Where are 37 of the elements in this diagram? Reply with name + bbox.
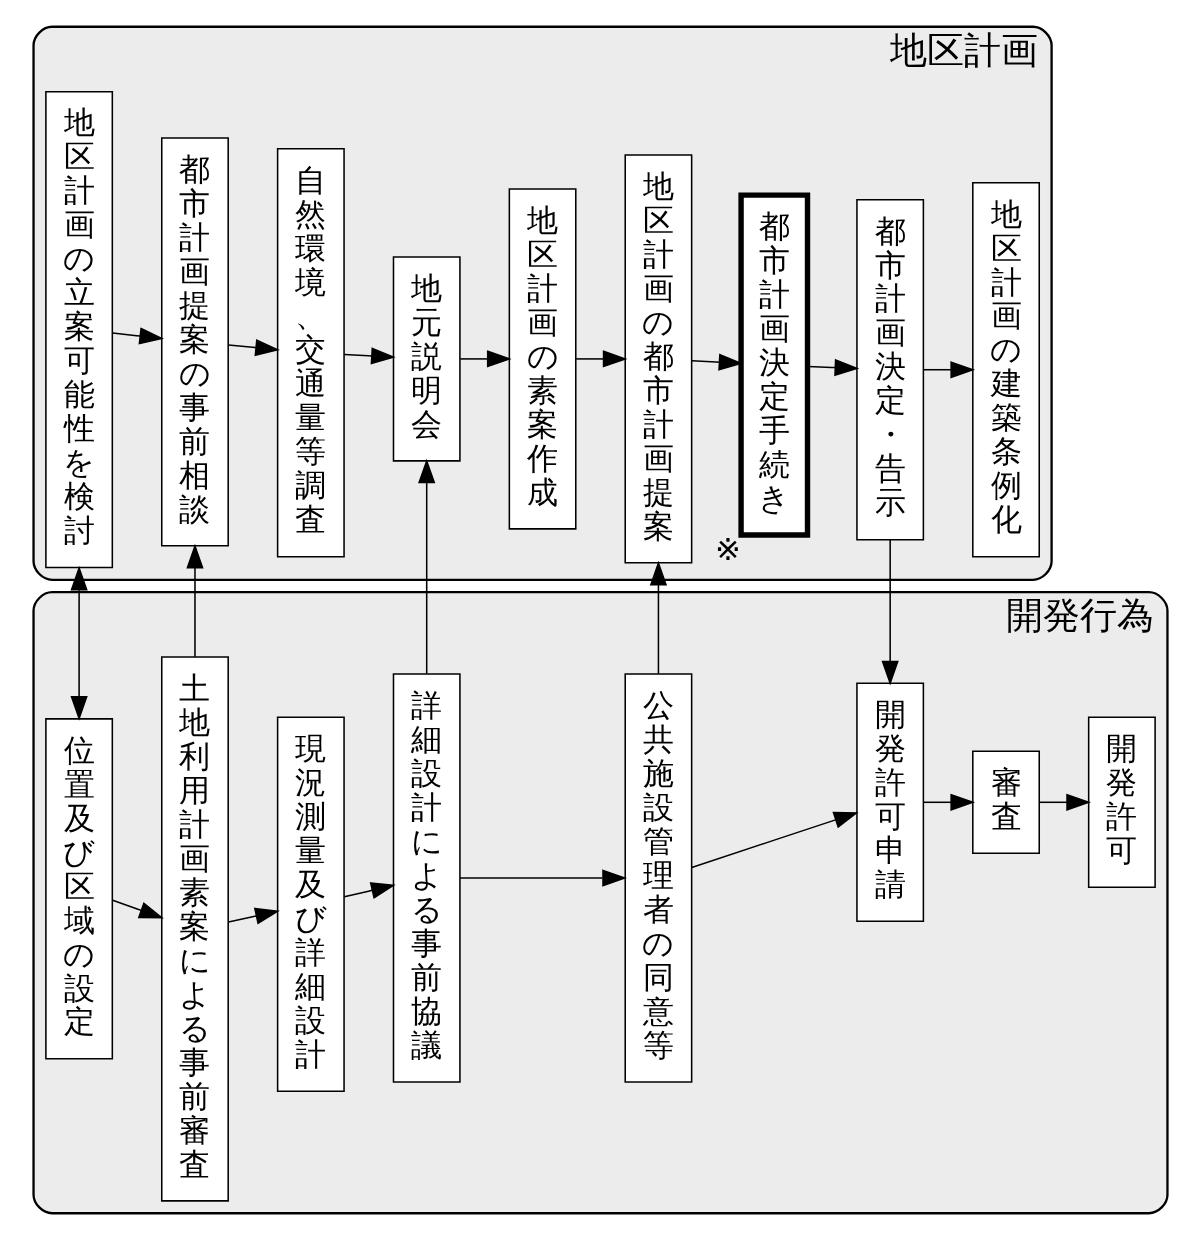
arrow [343,347,396,365]
node-box: 都市計画決定手続き [738,192,811,538]
node-box: 土地利用計画素案による事前審査 [161,656,229,1202]
node-box: 地区計画の素案作成 [508,188,577,530]
arrow [186,543,204,658]
arrow [227,338,280,357]
arrow [807,358,860,377]
node-box: 開発許可申請 [856,682,925,922]
node-box: 公共施設管理者の同意等 [624,673,693,1083]
node-box: 地元説明会 [392,256,461,462]
arrow [881,539,899,686]
arrow [649,560,668,675]
node-box: 審査 [972,750,1040,855]
arrow [459,869,627,887]
arrow [1038,793,1091,811]
arrow [111,327,165,345]
arrow [418,458,436,675]
node-box: 都市計画決定・告示 [856,199,925,541]
arrow [922,793,976,811]
arrow [343,882,396,899]
node-box: 位置及び区域の設定 [45,718,114,1060]
node-box: 地区計画の建築条例化 [972,182,1040,558]
arrow [691,811,859,869]
arrow [459,350,512,368]
arrow [575,350,628,368]
arrow [70,565,88,721]
node-box: 都市計画提案の事前相談 [161,137,229,547]
node-label: ※ [715,530,741,567]
node-box: 現況測量及び詳細設計 [276,716,345,1092]
node-box: 開発許可 [1087,716,1156,889]
arrow [111,899,164,919]
node-box: 地区計画の都市計画提案 [624,154,693,564]
node-box: 詳細設計による事前協議 [392,673,461,1083]
node-box: 自然環境、交通量等調査 [276,148,345,558]
arrow [227,907,280,925]
node-box: 地区計画の立案可能性を検討 [45,90,114,569]
arrow [922,361,976,379]
